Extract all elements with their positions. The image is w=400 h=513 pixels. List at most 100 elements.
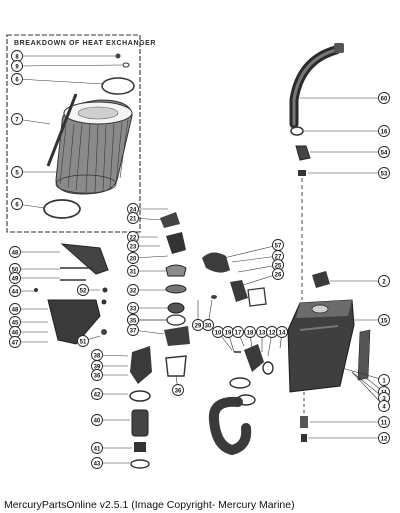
callout-circle-bracket-48b — [9, 303, 21, 315]
bracket-21-icon — [160, 212, 180, 228]
callout-number-elbow-38: 38 — [94, 353, 101, 359]
callout-number-stud-45: 45 — [12, 320, 19, 326]
flange-37-icon — [164, 326, 190, 346]
plate-48-icon — [60, 243, 109, 275]
j-hose-icon — [208, 396, 252, 456]
leader-line-fitting-26 — [239, 273, 279, 287]
valve-33-icon — [167, 302, 185, 314]
o-ring-lower-icon — [43, 199, 81, 219]
callout-number-hose-57: 57 — [275, 243, 282, 249]
callout-circle-bolt-17 — [232, 326, 244, 338]
callout-number-washer-47: 47 — [12, 340, 19, 346]
ring-34-icon — [166, 314, 186, 326]
callout-number-bolt-10: 10 — [215, 330, 222, 336]
sleeve-40-icon — [131, 409, 149, 437]
callout-circle-gasket-36b — [172, 384, 184, 396]
callout-circle-cap-32 — [127, 284, 139, 296]
callout-number-plate-48: 48 — [12, 250, 19, 256]
callout-number-bolt-29: 29 — [195, 323, 202, 329]
inset-callout-circle — [11, 113, 23, 125]
cap-32-icon — [165, 284, 187, 294]
gasket-31-icon — [165, 264, 187, 277]
inset-title: BREAKDOWN OF HEAT EXCHANGER — [14, 40, 157, 47]
drain-fitting-icon — [300, 416, 308, 428]
callout-number-screw-24: 24 — [130, 207, 137, 213]
inset-leader-line — [16, 78, 105, 85]
callout-number-hose-top: 60 — [381, 96, 388, 102]
copyright-footer: MercuryPartsOnline v2.5.1 (Image Copyrig… — [4, 499, 295, 511]
callout-circle-flange-37 — [127, 324, 139, 336]
callout-number-gasket-36b: 36 — [175, 388, 182, 394]
callout-number-pin-44: 44 — [12, 289, 19, 295]
callout-circle-drain-12 — [378, 432, 390, 444]
callout-number-nut-35: 35 — [130, 318, 137, 324]
callout-circle-fitting-26 — [272, 268, 284, 280]
fitting-26-icon — [230, 280, 248, 302]
callout-number-sleeve-40: 40 — [94, 418, 101, 424]
filter-element-icon — [55, 99, 133, 195]
filler-cap-icon — [312, 271, 330, 288]
callout-number-elbow-20: 20 — [130, 256, 137, 262]
callout-circle-plug-4 — [378, 400, 390, 412]
callout-number-cap-32: 32 — [130, 288, 137, 294]
bracket-assembly-icon — [47, 299, 101, 345]
callout-circle-elbow-20 — [127, 252, 139, 264]
callout-circle-hose-42 — [91, 388, 103, 400]
callout-number-bolt-17: 17 — [235, 330, 242, 336]
callout-circle-bolt-14 — [276, 326, 288, 338]
callout-circle-bracket-21 — [127, 212, 139, 224]
inset-leader-line — [16, 64, 123, 67]
callout-circle-fitting-11b — [378, 416, 390, 428]
callout-circle-sleeve-40 — [91, 414, 103, 426]
callout-number-gasket-31: 31 — [130, 269, 137, 275]
callout-circle-pin-44 — [9, 285, 21, 297]
callout-circle-tank-1 — [378, 374, 390, 386]
callout-number-cap-2: 2 — [382, 279, 386, 285]
callout-circle-cap-2 — [378, 275, 390, 287]
inset-frame — [6, 34, 141, 233]
callout-circle-nut-52 — [77, 284, 89, 296]
inset-callout-circle — [11, 60, 23, 72]
clamp-top-icon — [334, 43, 344, 53]
callout-circle-valve-33 — [127, 302, 139, 314]
small-screw-icon — [115, 53, 121, 59]
leader-line-screw-25 — [237, 264, 279, 273]
callout-number-flange-37: 37 — [130, 328, 137, 334]
bracket-30-icon — [247, 287, 267, 307]
o-ring-upper-icon — [101, 77, 135, 95]
inset-callout-number: 8 — [15, 54, 19, 60]
callout-circle-bolt-29 — [192, 319, 204, 331]
callout-number-cap-3: 3 — [382, 396, 386, 402]
inset-callout-circle — [11, 73, 23, 85]
callout-number-bracket-21: 21 — [130, 216, 137, 222]
callout-circle-washer-49 — [9, 272, 21, 284]
inset-callout-circle — [11, 198, 23, 210]
callout-circle-elbow-upper — [378, 146, 390, 158]
callout-circle-screw-51 — [77, 335, 89, 347]
callout-number-valve-33: 33 — [130, 306, 137, 312]
callout-number-bracket-48b: 48 — [12, 307, 19, 313]
inset-callout-number: 6 — [15, 202, 19, 208]
elbow-fitting-icon — [295, 145, 311, 161]
callout-number-screw-25: 25 — [275, 263, 282, 269]
inset-callout-number: 5 — [15, 170, 19, 176]
callout-number-clamp-43: 43 — [94, 461, 101, 467]
callout-number-nut-46: 46 — [12, 330, 19, 336]
callout-number-bolt-18: 18 — [247, 330, 254, 336]
gasket-36-icon — [165, 355, 187, 377]
callout-circle-block-36 — [91, 369, 103, 381]
inset-callout-number: 9 — [15, 64, 19, 70]
callout-number-stud-22: 22 — [130, 235, 137, 241]
callout-number-fitting-11b: 11 — [381, 420, 388, 426]
callout-number-plug-upper: 53 — [381, 171, 388, 177]
callout-number-washer-49: 49 — [12, 276, 19, 282]
inset-callout-circle — [11, 166, 23, 178]
leader-line-cap-3 — [351, 371, 385, 399]
callout-number-clamp-upper: 16 — [381, 129, 388, 135]
callout-circle-coupling-41 — [91, 442, 103, 454]
callout-number-clamp-39: 39 — [94, 364, 101, 370]
leader-line-clamp-27 — [231, 255, 279, 263]
inset-callout-number: 6 — [15, 77, 19, 83]
leader-line-plug-4 — [351, 371, 385, 407]
